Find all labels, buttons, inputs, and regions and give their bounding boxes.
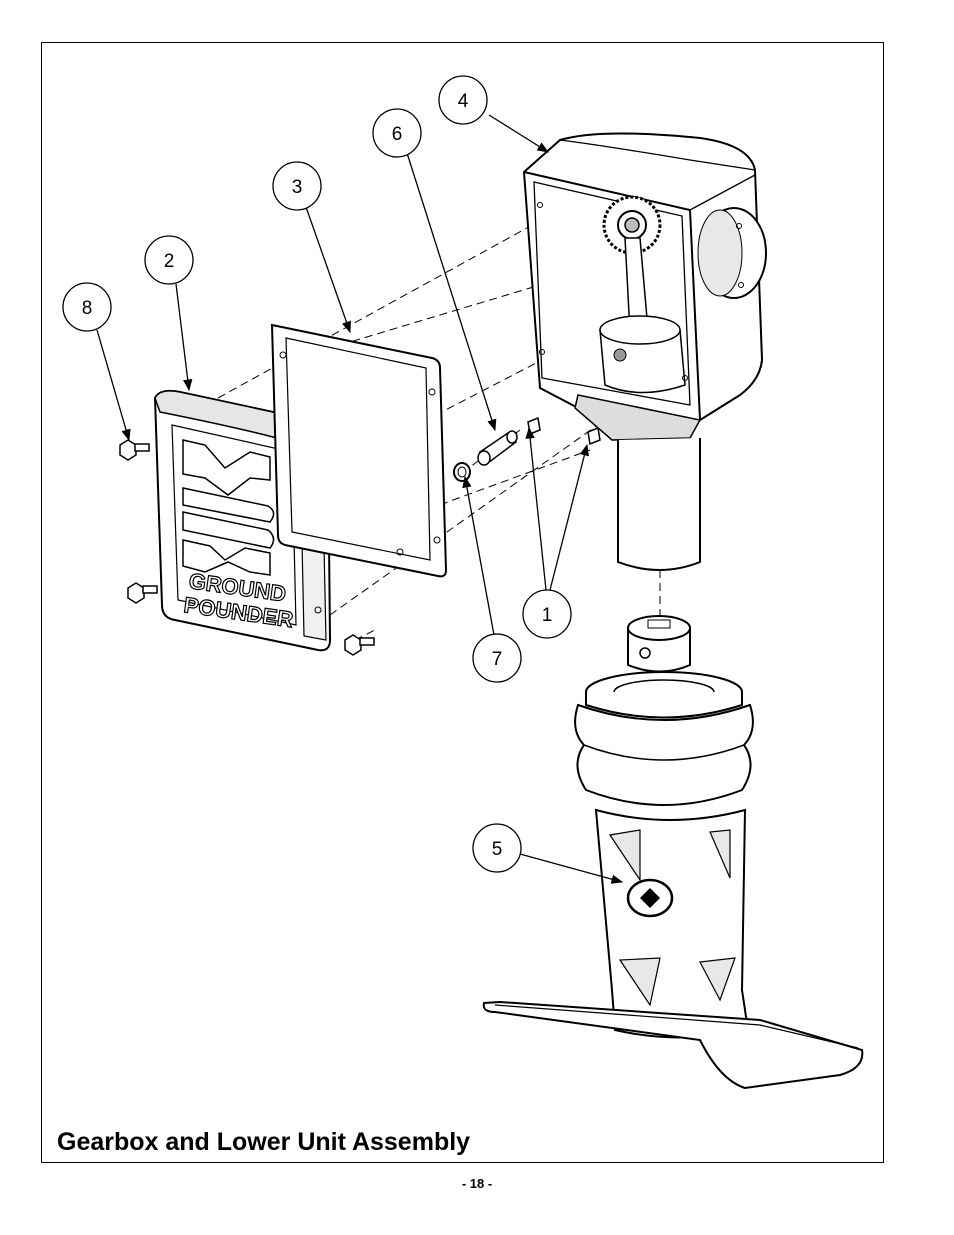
lower-unit [482,615,864,1090]
bolt-icon [127,582,158,604]
callout-7: 7 [492,649,503,670]
leader-lines [96,114,624,884]
callout-4: 4 [458,91,469,112]
callout-4-circle [438,75,488,125]
callout-6-circle [372,108,422,158]
retaining-ring [453,462,471,482]
bolt-icon [344,634,375,656]
mbw-logo [182,439,275,576]
crank-pin [477,430,518,466]
bolt-icon [119,439,150,461]
callout-3: 3 [292,177,303,198]
callout-5-circle [472,823,522,873]
callout-2: 2 [164,251,175,272]
page-number: - 18 - [461,1176,493,1191]
diagram-title: Gearbox and Lower Unit Assembly [57,1128,471,1156]
callout-1-circle [522,589,572,639]
callout-8: 8 [82,298,93,319]
callout-8-circle [62,282,112,332]
callout-2-circle [144,235,194,285]
callout-5: 5 [492,839,503,860]
gasket [270,323,448,578]
callout-7-circle [472,633,522,683]
callouts [62,75,572,873]
callout-6: 6 [392,124,403,145]
callout-1: 1 [542,605,553,626]
diagram-frame [41,42,884,1163]
dowel-pins [527,416,601,446]
gearbox-housing [522,132,767,571]
callout-labels: 4 6 3 2 8 1 7 5 [82,91,553,860]
callout-3-circle [272,161,322,211]
